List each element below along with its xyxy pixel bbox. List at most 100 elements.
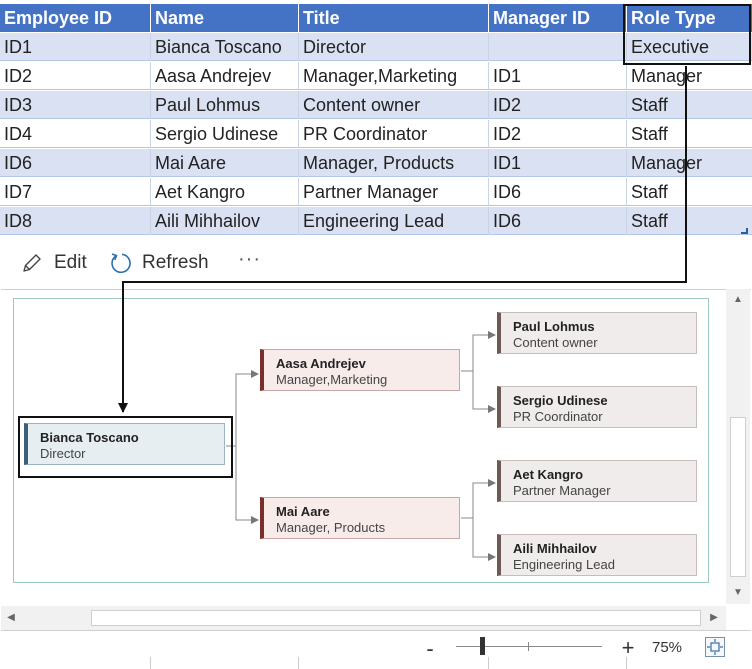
cell-employee-id[interactable]: ID2 bbox=[4, 66, 33, 86]
zoom-slider-tick bbox=[528, 642, 529, 651]
cell-name[interactable]: Sergio Udinese bbox=[150, 120, 298, 148]
cell-name[interactable]: Aet Kangro bbox=[150, 178, 298, 206]
zoom-out-button[interactable]: - bbox=[426, 636, 434, 661]
cell-name[interactable]: Paul Lohmus bbox=[150, 91, 298, 119]
cell-name[interactable]: Bianca Toscano bbox=[150, 33, 298, 61]
header-manager-id[interactable]: Manager ID bbox=[488, 4, 626, 32]
cell-name[interactable]: Aili Mihhailov bbox=[150, 207, 298, 235]
fit-to-page-icon[interactable] bbox=[705, 637, 725, 657]
org-node-staff[interactable]: Aet Kangro Partner Manager bbox=[497, 460, 697, 502]
table-row[interactable]: ID4 Sergio Udinese PR Coordinator ID2 St… bbox=[0, 119, 752, 148]
cell-employee-id[interactable]: ID7 bbox=[4, 182, 33, 202]
zoom-bar: - + 75% bbox=[0, 632, 752, 669]
cell-manager-id[interactable]: ID2 bbox=[488, 120, 626, 148]
node-name: Sergio Udinese bbox=[513, 393, 608, 408]
table-row[interactable]: ID2 Aasa Andrejev Manager,Marketing ID1 … bbox=[0, 61, 752, 90]
cell-manager-id[interactable]: ID1 bbox=[488, 149, 626, 177]
cell-employee-id[interactable]: ID1 bbox=[4, 37, 33, 57]
zoom-slider-thumb[interactable] bbox=[480, 637, 485, 655]
scroll-left-icon[interactable]: ◀ bbox=[7, 612, 15, 623]
cell-role-type[interactable]: Staff bbox=[626, 178, 752, 206]
node-title: Manager,Marketing bbox=[276, 372, 388, 387]
pencil-icon bbox=[20, 251, 44, 275]
cell-role-type[interactable]: Staff bbox=[626, 120, 752, 148]
scroll-right-icon[interactable]: ▶ bbox=[710, 612, 718, 623]
grid-line bbox=[626, 657, 627, 669]
cell-title[interactable]: Manager, Products bbox=[298, 149, 488, 177]
node-name: Aili Mihhailov bbox=[513, 541, 597, 556]
cell-role-type[interactable]: Staff bbox=[626, 91, 752, 119]
cell-employee-id[interactable]: ID6 bbox=[4, 153, 33, 173]
more-options-button[interactable]: ··· bbox=[238, 247, 261, 270]
table-row[interactable]: ID1 Bianca Toscano Director Executive bbox=[0, 32, 752, 61]
node-title: Engineering Lead bbox=[513, 557, 615, 572]
cell-title[interactable]: Manager,Marketing bbox=[298, 62, 488, 90]
org-node-manager[interactable]: Mai Aare Manager, Products bbox=[260, 497, 460, 539]
role-type-highlight bbox=[623, 4, 751, 65]
cell-name[interactable]: Aasa Andrejev bbox=[150, 62, 298, 90]
header-name[interactable]: Name bbox=[150, 4, 298, 32]
zoom-percentage: 75% bbox=[652, 639, 683, 656]
node-name: Paul Lohmus bbox=[513, 319, 595, 334]
header-role-type[interactable]: Role Type bbox=[626, 4, 752, 32]
node-name: Mai Aare bbox=[276, 504, 330, 519]
org-node-root[interactable]: Bianca Toscano Director bbox=[24, 423, 225, 465]
refresh-button[interactable]: Refresh bbox=[108, 250, 209, 276]
org-node-manager[interactable]: Aasa Andrejev Manager,Marketing bbox=[260, 349, 460, 391]
cell-employee-id[interactable]: ID3 bbox=[4, 95, 33, 115]
cell-title[interactable]: PR Coordinator bbox=[298, 120, 488, 148]
node-title: Manager, Products bbox=[276, 520, 386, 535]
cell-title[interactable]: Partner Manager bbox=[298, 178, 488, 206]
cell-manager-id[interactable]: ID1 bbox=[488, 62, 626, 90]
node-title: Director bbox=[40, 446, 86, 461]
cell-manager-id[interactable] bbox=[488, 33, 626, 61]
cell-title[interactable]: Engineering Lead bbox=[298, 207, 488, 235]
node-name: Aasa Andrejev bbox=[276, 356, 366, 371]
node-title: Partner Manager bbox=[513, 483, 611, 498]
grid-line bbox=[298, 657, 299, 669]
table-header-row: Employee ID Name Title Manager ID Role T… bbox=[0, 3, 752, 32]
diagram-toolbar: Edit Refresh ··· bbox=[0, 240, 752, 288]
node-title: Content owner bbox=[513, 335, 598, 350]
cell-title[interactable]: Content owner bbox=[298, 91, 488, 119]
cell-role-type[interactable]: Manager bbox=[626, 62, 752, 90]
cell-role-type[interactable]: Manager bbox=[626, 149, 752, 177]
table-resize-handle[interactable] bbox=[741, 228, 748, 234]
cell-manager-id[interactable]: ID6 bbox=[488, 207, 626, 235]
cell-manager-id[interactable]: ID2 bbox=[488, 91, 626, 119]
horizontal-scroll-thumb[interactable] bbox=[91, 610, 701, 626]
refresh-label: Refresh bbox=[142, 252, 209, 273]
cell-role-type[interactable]: Staff bbox=[626, 207, 752, 235]
table-row[interactable]: ID8 Aili Mihhailov Engineering Lead ID6 … bbox=[0, 206, 752, 235]
horizontal-scrollbar[interactable]: ◀ ▶ bbox=[1, 606, 726, 630]
edit-label: Edit bbox=[54, 252, 87, 273]
zoom-in-button[interactable]: + bbox=[621, 635, 635, 660]
scroll-up-icon[interactable]: ▲ bbox=[733, 294, 743, 305]
node-name: Bianca Toscano bbox=[40, 430, 139, 445]
edit-button[interactable]: Edit bbox=[20, 250, 87, 276]
node-name: Aet Kangro bbox=[513, 467, 584, 482]
header-title[interactable]: Title bbox=[298, 4, 488, 32]
zoom-slider-track[interactable] bbox=[456, 646, 602, 647]
cell-employee-id[interactable]: ID4 bbox=[4, 124, 33, 144]
cell-manager-id[interactable]: ID6 bbox=[488, 178, 626, 206]
grid-line bbox=[488, 657, 489, 669]
table-row[interactable]: ID3 Paul Lohmus Content owner ID2 Staff bbox=[0, 90, 752, 119]
vertical-scroll-thumb[interactable] bbox=[730, 417, 746, 577]
cell-role-type[interactable]: Executive bbox=[626, 33, 752, 61]
scroll-down-icon[interactable]: ▼ bbox=[733, 587, 743, 598]
refresh-icon bbox=[108, 251, 132, 275]
org-node-staff[interactable]: Sergio Udinese PR Coordinator bbox=[497, 386, 697, 428]
root-node-highlight bbox=[18, 416, 233, 478]
org-node-staff[interactable]: Aili Mihhailov Engineering Lead bbox=[497, 534, 697, 576]
table-row[interactable]: ID7 Aet Kangro Partner Manager ID6 Staff bbox=[0, 177, 752, 206]
table-row[interactable]: ID6 Mai Aare Manager, Products ID1 Manag… bbox=[0, 148, 752, 177]
org-node-staff[interactable]: Paul Lohmus Content owner bbox=[497, 312, 697, 354]
grid-line bbox=[150, 657, 151, 669]
header-employee-id[interactable]: Employee ID bbox=[4, 8, 113, 28]
vertical-scrollbar[interactable]: ▲ ▼ bbox=[726, 289, 750, 604]
cell-name[interactable]: Mai Aare bbox=[150, 149, 298, 177]
cell-employee-id[interactable]: ID8 bbox=[4, 211, 33, 231]
cell-title[interactable]: Director bbox=[298, 33, 488, 61]
node-title: PR Coordinator bbox=[513, 409, 603, 424]
